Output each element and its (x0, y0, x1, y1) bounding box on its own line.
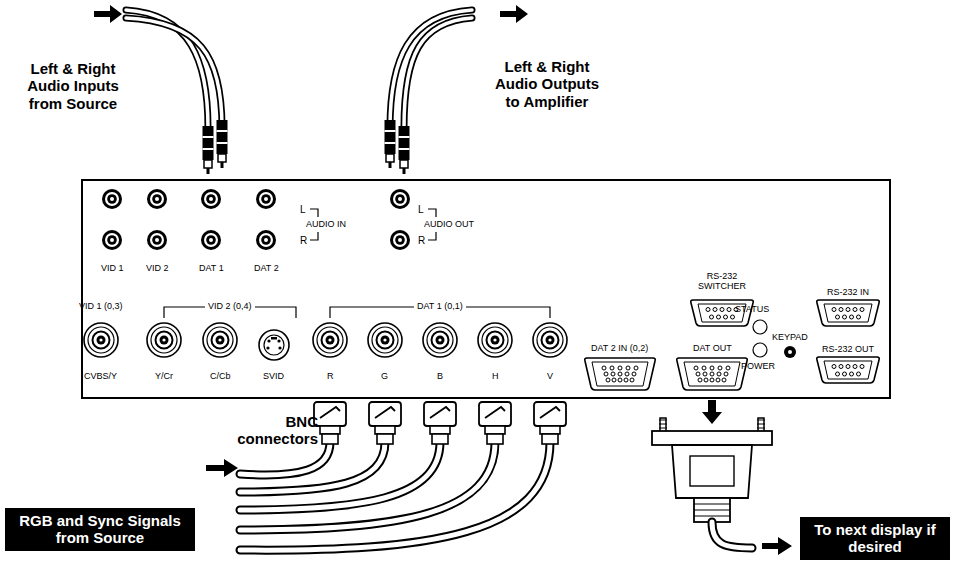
port-label: RS-232 IN (827, 288, 869, 298)
jack-label: KEYPAD (772, 333, 808, 343)
box-text: RGB and Sync Signals from Source (13, 512, 187, 547)
connector-label: SVID (263, 372, 284, 382)
jack-label: VID 2 (146, 264, 169, 274)
port-label: DAT 2 IN (0,2) (591, 344, 648, 354)
port-label: DAT OUT (693, 344, 732, 354)
destination-box: To next display if desired (800, 517, 950, 560)
jack-label: VID 1 (101, 264, 124, 274)
port-label: RS-232 OUT (822, 345, 874, 355)
box-text: To next display if desired (808, 521, 942, 556)
input-group-label: VID 2 (0,4) (205, 302, 255, 312)
audio-input-callout: Left & Right Audio Inputs from Source (18, 60, 128, 112)
led-label: POWER (741, 362, 775, 372)
connector-label: C/Cb (210, 372, 231, 382)
signal-label: H (492, 372, 499, 382)
channel-letter: R (300, 235, 307, 246)
input-group-label: VID 1 (0,3) (79, 302, 123, 312)
connector-label: Y/Cr (155, 372, 173, 382)
jack-label: DAT 2 (254, 264, 279, 274)
jack-group-label: AUDIO IN (306, 220, 346, 230)
jack-label: DAT 1 (199, 264, 224, 274)
signal-label: V (547, 372, 553, 382)
jack-group-label: AUDIO OUT (424, 220, 474, 230)
led-label: STATUS (735, 305, 769, 315)
input-group-label: DAT 1 (0,1) (414, 302, 466, 312)
port-label: RS-232 SWITCHER (692, 272, 752, 292)
channel-letter: L (300, 204, 306, 215)
signal-label: R (327, 372, 334, 382)
channel-letter: R (418, 235, 425, 246)
source-box: RGB and Sync Signals from Source (5, 508, 195, 551)
signal-label: G (381, 372, 388, 382)
channel-letter: L (418, 204, 424, 215)
connector-callout: BNC connectors (226, 413, 318, 448)
signal-label: B (437, 372, 443, 382)
audio-output-callout: Left & Right Audio Outputs to Amplifier (488, 58, 606, 110)
connector-label: CVBS/Y (84, 372, 117, 382)
